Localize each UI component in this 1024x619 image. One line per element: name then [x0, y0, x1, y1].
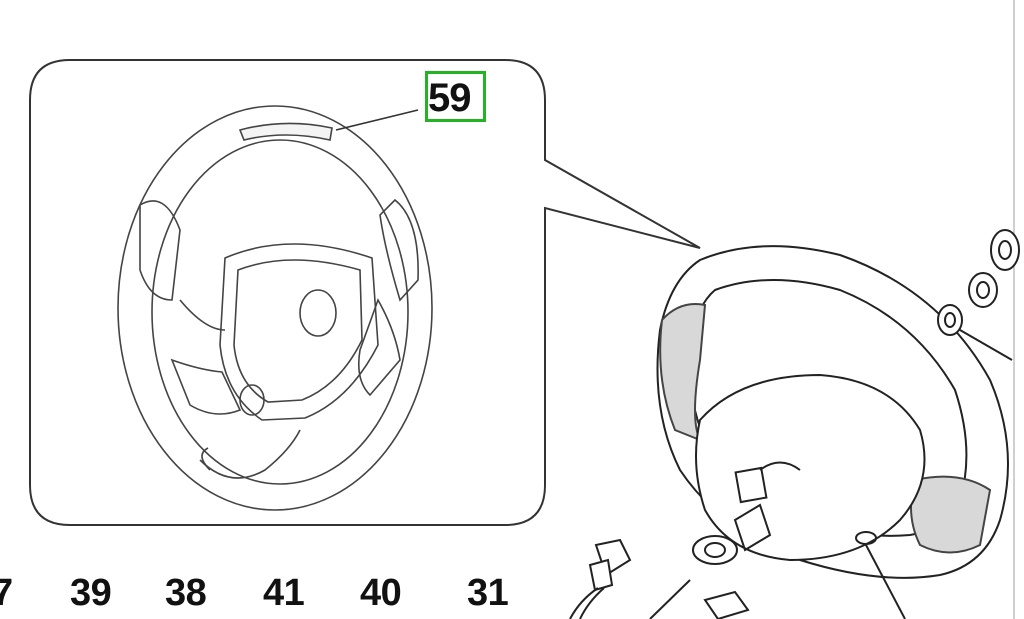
trim-strip [238, 122, 333, 141]
part-number-label: 40 [360, 572, 402, 614]
part-number-label: 41 [263, 572, 305, 614]
callout-highlight-box [425, 71, 486, 122]
wire-connector-icon [569, 538, 750, 619]
part-number-label: 38 [165, 572, 207, 614]
steering-wheel-detail-icon [117, 105, 433, 511]
steering-wheel-assembly-icon [656, 245, 1009, 619]
part-number-label: 7 [0, 572, 13, 614]
part-number-label: 39 [70, 572, 112, 614]
callout-label-59: 59 [428, 76, 471, 120]
nut-washer-icon [937, 229, 1020, 361]
part-number-label: 31 [467, 572, 509, 614]
callout-leader [335, 109, 419, 131]
